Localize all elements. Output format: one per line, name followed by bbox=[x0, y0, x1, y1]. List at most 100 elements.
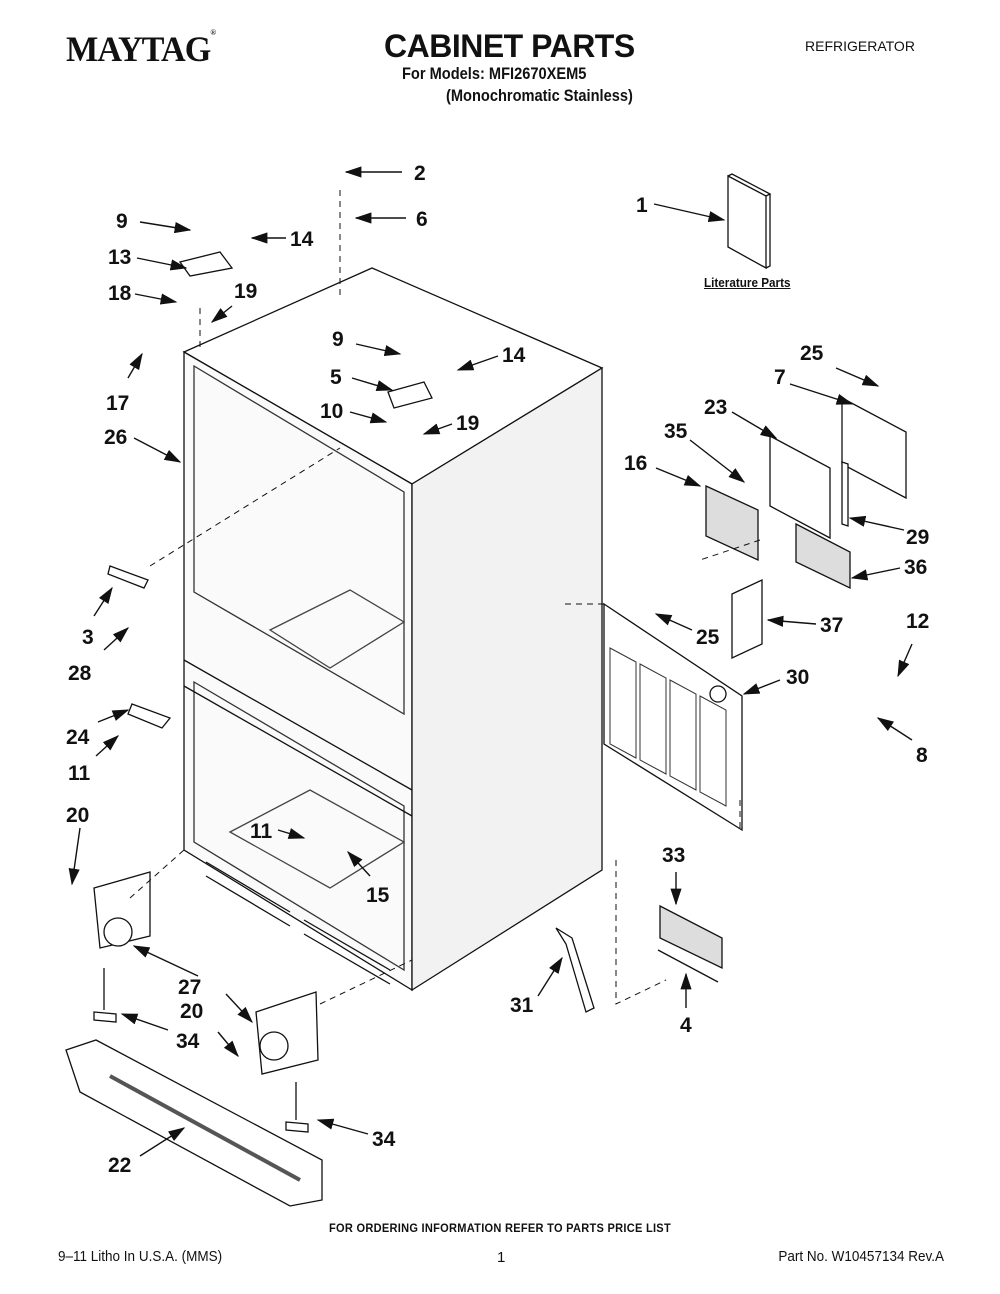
rear-panel-grille bbox=[609, 647, 727, 807]
leader-19a bbox=[210, 305, 233, 323]
channel bbox=[731, 578, 763, 660]
leader-9a bbox=[139, 221, 192, 234]
leader-23 bbox=[731, 411, 778, 439]
page-number: 1 bbox=[497, 1249, 506, 1266]
callout-35: 35 bbox=[664, 420, 688, 443]
hinge-top-left bbox=[178, 251, 234, 277]
leader-30 bbox=[742, 679, 781, 695]
gasket-strip bbox=[841, 461, 849, 527]
leader-25b bbox=[654, 613, 693, 631]
fresh-food-liner bbox=[193, 364, 405, 716]
leader-34a bbox=[120, 1013, 169, 1031]
mullion bbox=[183, 659, 413, 817]
control-cover bbox=[841, 396, 907, 500]
callout-27: 27 bbox=[178, 976, 201, 999]
toe-grille-vents bbox=[109, 1074, 301, 1182]
callout-36: 36 bbox=[904, 556, 927, 579]
roller-front-right bbox=[255, 991, 319, 1075]
callout-28: 28 bbox=[68, 662, 92, 685]
callout-11: 11 bbox=[68, 762, 91, 785]
assembly-lines bbox=[129, 190, 761, 1005]
leader-34b bbox=[316, 1118, 369, 1135]
leader-25a bbox=[835, 367, 880, 387]
filter-label bbox=[659, 904, 723, 970]
leader-20a bbox=[68, 827, 81, 886]
leader-24 bbox=[97, 709, 130, 723]
literature-booklet bbox=[727, 173, 772, 270]
callout-17: 17 bbox=[106, 392, 129, 415]
control-board bbox=[795, 522, 851, 590]
leveler-left bbox=[93, 968, 117, 1023]
callout-22: 22 bbox=[108, 1154, 131, 1177]
callout-15: 15 bbox=[366, 884, 390, 907]
callout-29: 29 bbox=[906, 526, 929, 549]
callout-37: 37 bbox=[820, 614, 843, 637]
leader-22 bbox=[139, 1127, 186, 1157]
callout-25: 25 bbox=[800, 342, 824, 365]
page-title: CABINET PARTS bbox=[384, 28, 635, 64]
leader-3 bbox=[93, 586, 113, 617]
leader-14b bbox=[456, 355, 499, 371]
tool-wrench bbox=[555, 927, 595, 1013]
leveler-right bbox=[285, 1082, 309, 1133]
leader-11a bbox=[95, 735, 120, 757]
hinge-top-center bbox=[387, 381, 433, 409]
callout-34: 34 bbox=[176, 1030, 200, 1053]
callout-9-center: 9 bbox=[332, 328, 344, 351]
literature-parts-label: Literature Parts bbox=[704, 275, 791, 290]
crisper-fresh bbox=[228, 789, 406, 889]
callout-5: 5 bbox=[330, 366, 342, 389]
shelf-fresh bbox=[268, 589, 406, 669]
leader-20b bbox=[217, 1031, 239, 1058]
leader-27a bbox=[132, 945, 199, 977]
leader-18 bbox=[134, 293, 178, 305]
registered-mark: ® bbox=[210, 28, 216, 37]
print-info: 9–11 Litho In U.S.A. (MMS) bbox=[58, 1248, 223, 1265]
callout-24: 24 bbox=[66, 726, 90, 749]
callout-9: 9 bbox=[116, 210, 128, 233]
variant-line: (Monochromatic Stainless) bbox=[446, 86, 633, 105]
leader-11b bbox=[277, 828, 306, 839]
bracket-left bbox=[107, 565, 149, 589]
callout-1: 1 bbox=[636, 194, 648, 217]
leader-5 bbox=[351, 377, 394, 391]
leader-16 bbox=[655, 467, 702, 487]
brand-name: MAYTAG bbox=[66, 29, 211, 69]
callout-11-inner: 11 bbox=[250, 820, 273, 843]
callout-19-center: 19 bbox=[456, 412, 479, 435]
leader-15 bbox=[347, 850, 371, 877]
freezer-liner bbox=[193, 680, 405, 972]
bracket-mid bbox=[127, 703, 172, 729]
leader-36 bbox=[850, 567, 901, 581]
leader-9b bbox=[355, 343, 402, 357]
leader-37 bbox=[766, 615, 817, 627]
callout-14: 14 bbox=[290, 228, 314, 251]
callout-13: 13 bbox=[108, 246, 131, 269]
callout-34-lower: 34 bbox=[372, 1128, 396, 1151]
leader-31 bbox=[537, 956, 563, 997]
rear-panel bbox=[603, 602, 743, 832]
models-line: For Models: MFI2670XEM5 bbox=[402, 64, 587, 83]
control-bracket bbox=[769, 434, 831, 540]
leader-35 bbox=[689, 439, 746, 483]
leader-7 bbox=[789, 383, 854, 405]
part-number: Part No. W10457134 Rev.A bbox=[778, 1248, 944, 1265]
leader-19b bbox=[422, 423, 453, 435]
callout-19: 19 bbox=[234, 280, 257, 303]
callout-2: 2 bbox=[414, 162, 426, 185]
leader-8 bbox=[876, 717, 913, 741]
callout-33: 33 bbox=[662, 844, 685, 867]
rear-panel-port bbox=[709, 685, 727, 703]
cabinet-side bbox=[411, 366, 603, 992]
callout-26: 26 bbox=[104, 426, 127, 449]
callout-6: 6 bbox=[416, 208, 428, 231]
callout-20-lower: 20 bbox=[180, 1000, 203, 1023]
leader-13 bbox=[136, 257, 188, 271]
callout-4: 4 bbox=[680, 1014, 692, 1037]
ordering-note: FOR ORDERING INFORMATION REFER TO PARTS … bbox=[329, 1221, 671, 1235]
leader-1 bbox=[653, 203, 726, 223]
leader-10 bbox=[349, 411, 388, 424]
callout-7: 7 bbox=[774, 366, 786, 389]
callout-8: 8 bbox=[916, 744, 928, 767]
